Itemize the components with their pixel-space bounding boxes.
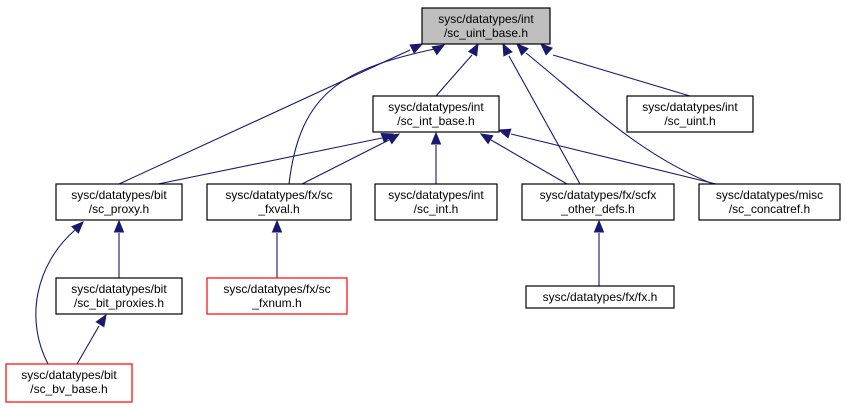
edge-arrowhead <box>540 43 554 56</box>
node-box <box>372 95 500 133</box>
edge-sc_bit_proxies-to-sc_proxy <box>113 219 125 278</box>
node-box <box>698 183 841 221</box>
node-label-2: /sc_bv_base.h <box>30 382 107 396</box>
edge-line <box>508 55 581 185</box>
node-sc-concatref[interactable]: sysc/datatypes/misc/sc_concatref.h <box>698 183 841 221</box>
node-label-1: sysc/datatypes/misc <box>716 188 823 202</box>
node-label-1: sysc/datatypes/fx/scfx <box>540 188 657 202</box>
node-label-2: /sc_int.h <box>414 202 459 216</box>
edge-scfx_other_defs-to-sc_int_base <box>479 133 568 185</box>
node-label-2: /sc_uint.h <box>664 114 715 128</box>
node-label-1: sysc/datatypes/fx/sc <box>225 188 332 202</box>
node-label-2: _fxval.h <box>257 202 299 216</box>
edge-arrowhead <box>502 42 513 57</box>
node-box <box>206 183 352 221</box>
node-label-1: sysc/datatypes/int <box>388 188 484 202</box>
edge-arrowhead <box>95 313 107 328</box>
edge-line <box>525 52 714 185</box>
edge-arrowhead <box>113 219 125 233</box>
edge-sc_fxnum-to-sc_fxval <box>271 219 283 278</box>
edge-sc_bv_base-to-sc_bit_proxies <box>76 313 107 365</box>
edge-line <box>76 325 100 365</box>
edge-line <box>301 139 390 185</box>
node-label-2: _fxnum.h <box>251 296 301 310</box>
node-label-1: sysc/datatypes/int <box>438 12 534 26</box>
node-box <box>525 285 675 309</box>
edge-line <box>510 133 717 185</box>
edge-sc_concatref-to-sc_int_base <box>497 128 717 185</box>
node-sc-fxval[interactable]: sysc/datatypes/fx/sc_fxval.h <box>206 183 352 221</box>
node-box <box>521 183 675 221</box>
edge-arrowhead <box>516 43 529 56</box>
graph-nodes: sysc/datatypes/int/sc_uint_base.hsysc/da… <box>5 7 841 403</box>
node-label-1: sysc/datatypes/fx/fx.h <box>543 290 658 304</box>
edge-fx-to-scfx_other_defs <box>593 219 605 286</box>
node-box <box>206 277 348 315</box>
node-label-1: sysc/datatypes/int <box>642 100 738 114</box>
node-box <box>421 7 551 45</box>
edge-line <box>490 139 568 185</box>
edge-sc_int_base-to-sc_uint_base <box>435 42 479 97</box>
edge-arrowhead <box>409 43 424 54</box>
edge-line <box>118 49 411 185</box>
node-sc-bit-proxies[interactable]: sysc/datatypes/bit/sc_bit_proxies.h <box>55 277 183 315</box>
node-box <box>55 183 183 221</box>
node-box <box>55 277 183 315</box>
node-box <box>626 95 754 133</box>
edge-line <box>552 54 691 97</box>
edge-sc_proxy-to-sc_int_base <box>157 133 395 185</box>
node-label-1: sysc/datatypes/bit <box>21 368 117 382</box>
edge-sc_fxval-to-sc_uint_base <box>288 44 446 185</box>
node-box <box>5 363 133 403</box>
node-sc-fxnum[interactable]: sysc/datatypes/fx/sc_fxnum.h <box>206 277 348 315</box>
edge-line <box>435 54 473 97</box>
node-sc-uint-base: sysc/datatypes/int/sc_uint_base.h <box>421 7 551 45</box>
edge-arrowhead <box>479 133 494 145</box>
node-box <box>374 183 498 221</box>
node-label-1: sysc/datatypes/bit <box>71 282 167 296</box>
node-label-2: /sc_concatref.h <box>729 202 810 216</box>
node-label-1: sysc/datatypes/int <box>388 100 484 114</box>
node-sc-bv-base[interactable]: sysc/datatypes/bit/sc_bv_base.h <box>5 363 133 403</box>
edge-line <box>157 137 383 185</box>
graph-edges <box>35 42 717 365</box>
node-sc-int-base[interactable]: sysc/datatypes/int/sc_int_base.h <box>372 95 500 133</box>
edge-sc_uint-to-sc_uint_base <box>540 43 691 97</box>
node-label-2: /sc_proxy.h <box>89 202 149 216</box>
node-label-1: sysc/datatypes/fx/sc <box>223 282 330 296</box>
edge-sc_int-to-sc_int_base <box>430 131 442 184</box>
edge-arrowhead <box>593 219 605 233</box>
node-fx[interactable]: sysc/datatypes/fx/fx.h <box>525 285 675 309</box>
edge-sc_proxy-to-sc_uint_base <box>118 43 424 185</box>
node-label-2: /sc_bit_proxies.h <box>74 296 164 310</box>
edge-arrowhead <box>467 42 479 57</box>
edge-arrowhead <box>431 44 446 56</box>
edge-scfx_other_defs-to-sc_uint_base <box>502 42 581 185</box>
node-sc-int[interactable]: sysc/datatypes/int/sc_int.h <box>374 183 498 221</box>
node-label-2: _other_defs.h <box>560 202 634 216</box>
node-sc-proxy[interactable]: sysc/datatypes/bit/sc_proxy.h <box>55 183 183 221</box>
edge-arrowhead <box>71 221 84 234</box>
edge-sc_bv_base-to-sc_proxy <box>35 221 84 365</box>
node-scfx-other-defs[interactable]: sysc/datatypes/fx/scfx_other_defs.h <box>521 183 675 221</box>
node-label-2: /sc_uint_base.h <box>444 26 528 40</box>
edge-sc_fxval-to-sc_int_base <box>301 133 401 185</box>
edge-arrowhead <box>430 131 442 145</box>
edge-line <box>35 229 76 365</box>
edge-arrowhead <box>497 128 512 139</box>
node-sc-uint[interactable]: sysc/datatypes/int/sc_uint.h <box>626 95 754 133</box>
node-label-2: /sc_int_base.h <box>397 114 474 128</box>
node-label-1: sysc/datatypes/bit <box>71 188 167 202</box>
edge-line <box>288 47 440 185</box>
edge-arrowhead <box>386 133 401 145</box>
edge-arrowhead <box>271 219 283 233</box>
edge-sc_concatref-to-sc_uint_base <box>516 43 714 185</box>
